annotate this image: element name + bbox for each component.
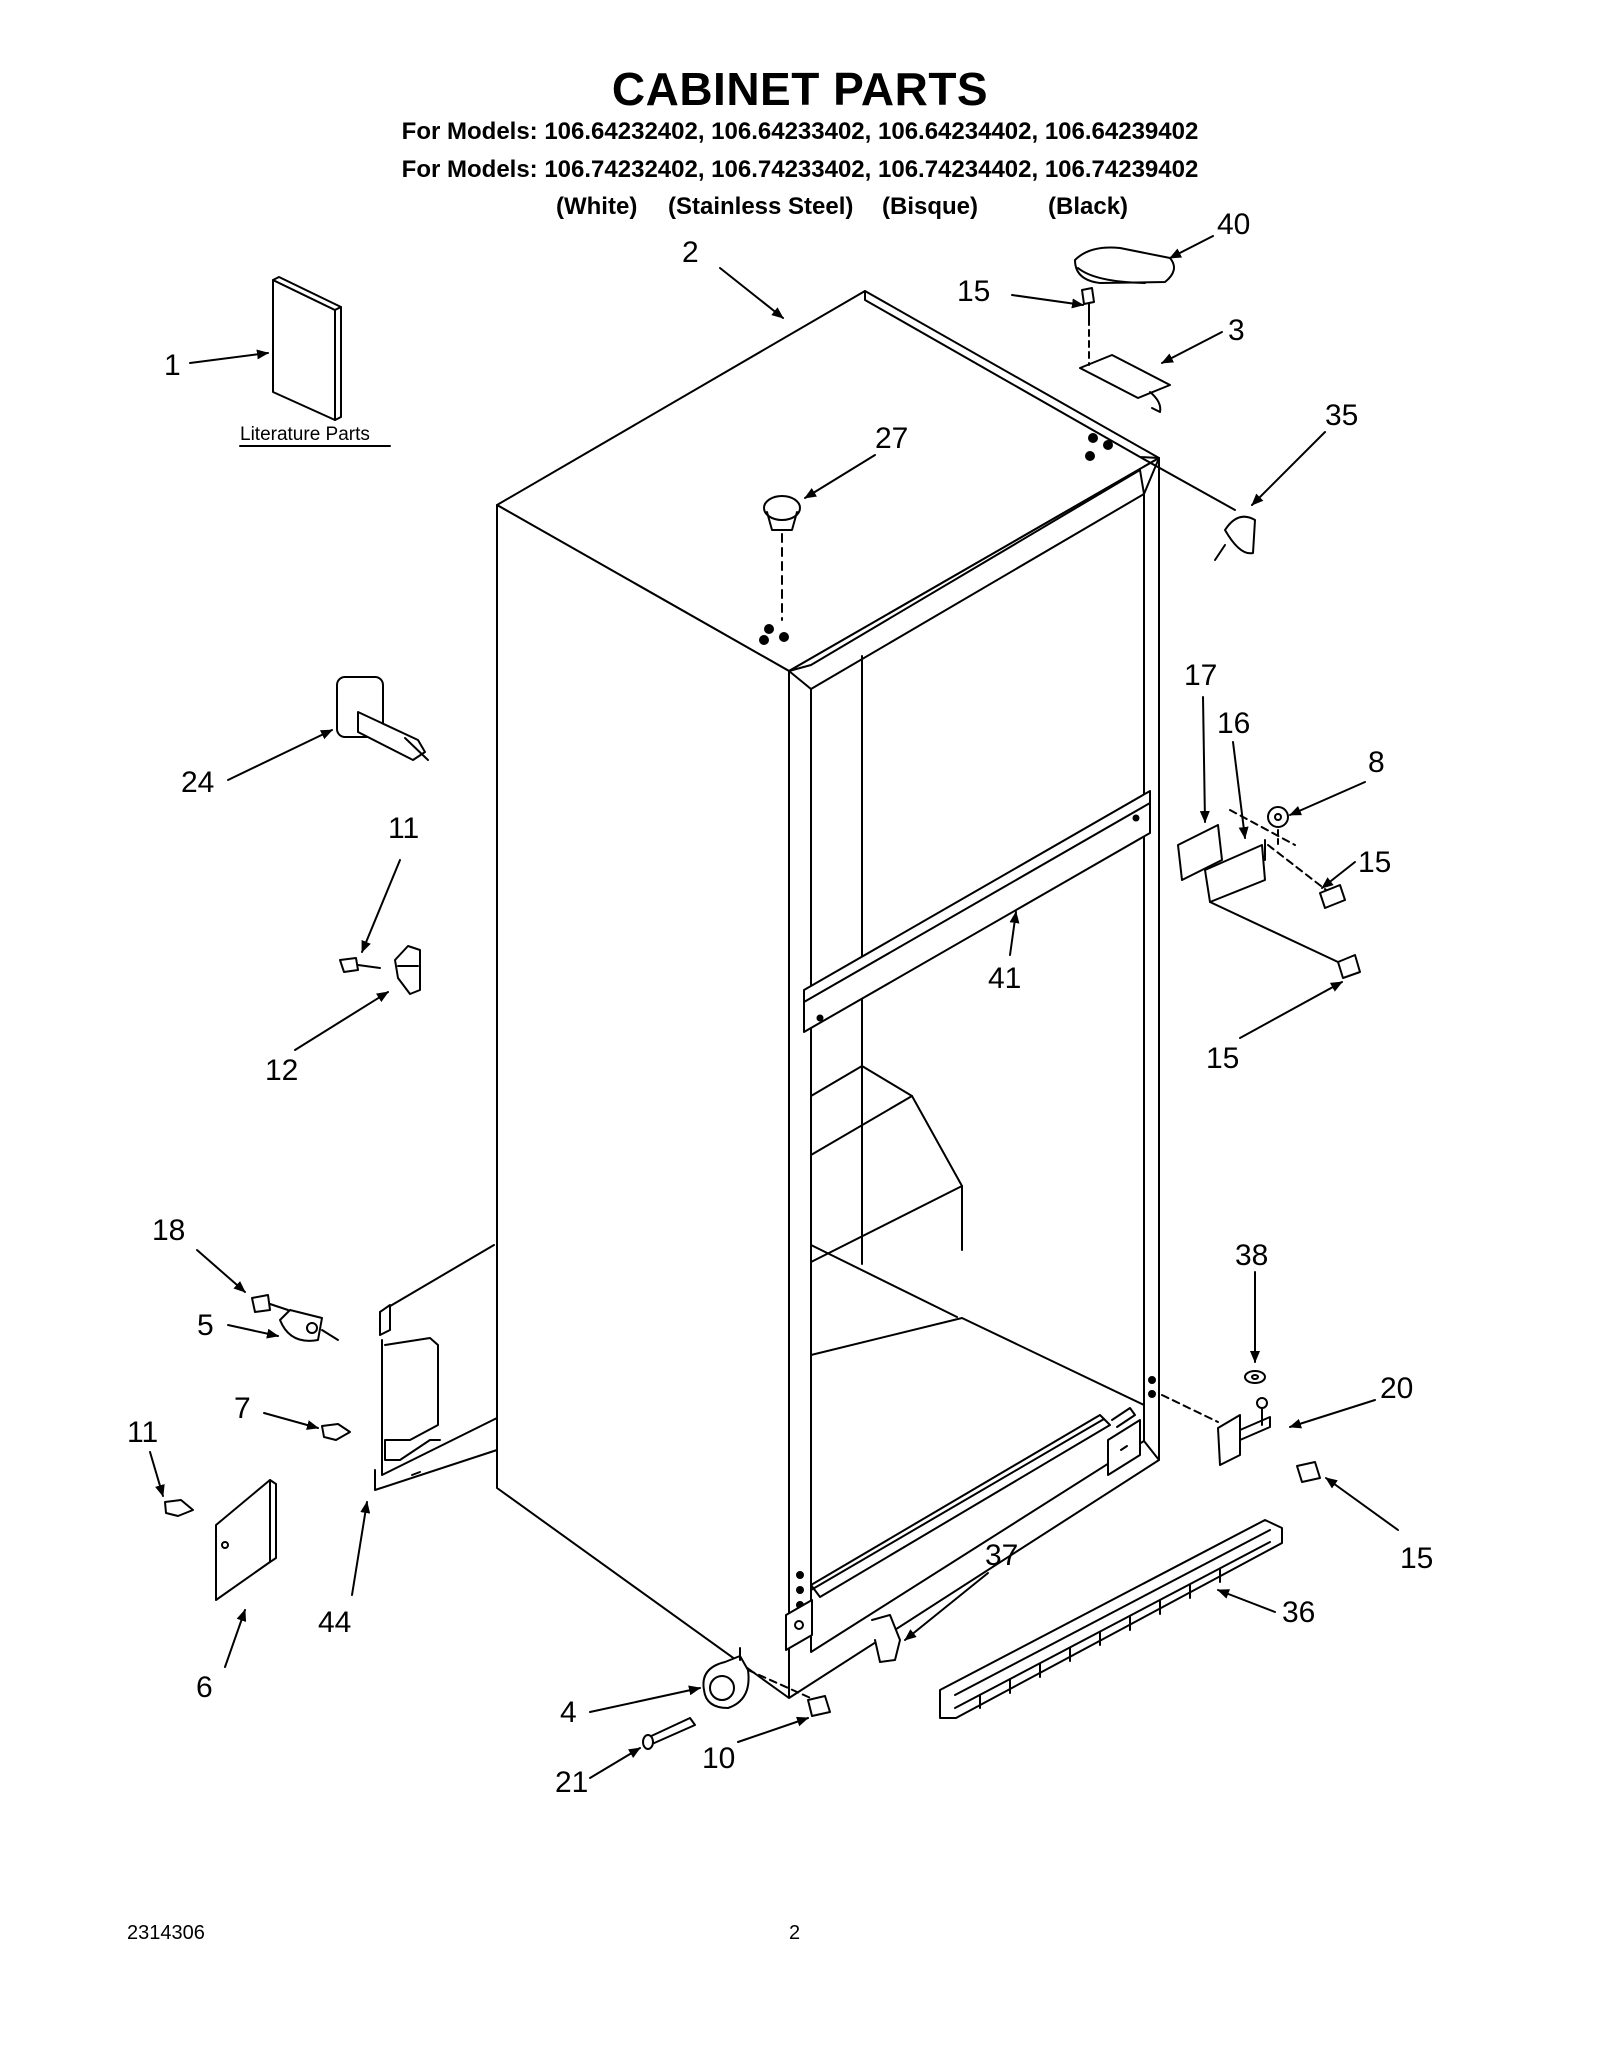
washer-38 bbox=[1244, 1370, 1266, 1384]
variant-stainless: (Stainless Steel) bbox=[668, 193, 854, 220]
literature-parts-label: Literature Parts bbox=[240, 424, 370, 445]
callout-15-top: 15 bbox=[957, 275, 990, 308]
hinge-trim bbox=[1214, 515, 1256, 561]
variant-bisque: (Bisque) bbox=[882, 193, 978, 220]
callout-12: 12 bbox=[265, 1054, 298, 1087]
screw-15-top bbox=[1081, 287, 1095, 326]
clamp-5 bbox=[279, 1309, 339, 1342]
callout-20: 20 bbox=[1380, 1372, 1413, 1405]
panel-6 bbox=[215, 1479, 277, 1601]
callout-44: 44 bbox=[318, 1606, 351, 1639]
callout-11-lower: 11 bbox=[127, 1416, 158, 1449]
pin-21 bbox=[642, 1717, 696, 1750]
roller-4 bbox=[702, 1647, 816, 1709]
models-line-2: For Models: 106.74232402, 106.74233402, … bbox=[401, 156, 1199, 183]
callout-1: 1 bbox=[164, 349, 181, 382]
top-plug bbox=[763, 495, 801, 621]
callout-10: 10 bbox=[702, 1742, 735, 1775]
callout-6: 6 bbox=[196, 1671, 213, 1704]
callout-16: 16 bbox=[1217, 707, 1250, 740]
models-line-1: For Models: 106.64232402, 106.64233402, … bbox=[401, 118, 1199, 145]
page-title: CABINET PARTS bbox=[611, 63, 989, 115]
cabinet bbox=[496, 290, 1160, 1699]
callout-21: 21 bbox=[555, 1766, 588, 1799]
callout-15-mid: 15 bbox=[1358, 846, 1391, 879]
grille-36 bbox=[939, 1519, 1283, 1719]
callout-15-lower: 15 bbox=[1400, 1542, 1433, 1575]
door-stop-pin bbox=[336, 676, 429, 761]
callout-41: 41 bbox=[988, 962, 1021, 995]
document-number: 2314306 bbox=[127, 1922, 205, 1944]
callout-5: 5 bbox=[197, 1309, 214, 1342]
callout-11-upper: 11 bbox=[388, 812, 419, 845]
clip-37 bbox=[871, 1614, 901, 1663]
callout-36: 36 bbox=[1282, 1596, 1315, 1629]
callout-24: 24 bbox=[181, 766, 214, 799]
callout-2: 2 bbox=[682, 236, 699, 269]
callout-27: 27 bbox=[875, 422, 908, 455]
variant-black: (Black) bbox=[1048, 193, 1129, 220]
hinge-20 bbox=[1161, 1394, 1271, 1466]
screw-11-lower bbox=[164, 1499, 194, 1517]
callout-18: 18 bbox=[152, 1214, 185, 1247]
callout-4: 4 bbox=[560, 1696, 577, 1729]
callout-38: 38 bbox=[1235, 1239, 1268, 1272]
callout-leaders bbox=[149, 235, 1399, 1779]
top-hinge-cover bbox=[1074, 246, 1175, 284]
bracket-12 bbox=[339, 945, 421, 995]
callout-35: 35 bbox=[1325, 399, 1358, 432]
literature-booklet bbox=[272, 276, 342, 421]
callout-15-right: 15 bbox=[1206, 1042, 1239, 1075]
screw-7 bbox=[321, 1423, 351, 1441]
callout-17: 17 bbox=[1184, 659, 1217, 692]
top-hinge bbox=[1079, 329, 1171, 413]
cover-44 bbox=[374, 1244, 498, 1491]
screw-15-lower bbox=[1296, 1461, 1321, 1483]
screw-18 bbox=[251, 1294, 289, 1313]
screw-10 bbox=[807, 1695, 831, 1717]
callout-40: 40 bbox=[1217, 208, 1250, 241]
callout-7: 7 bbox=[234, 1392, 251, 1425]
right-hinge-assembly bbox=[1177, 806, 1361, 979]
callout-3: 3 bbox=[1228, 314, 1245, 347]
callout-8: 8 bbox=[1368, 746, 1385, 779]
callout-labels: 1 2 40 15 3 35 27 17 16 8 15 24 11 41 15… bbox=[127, 208, 1433, 1799]
page-number: 2 bbox=[789, 1922, 801, 1944]
callout-37: 37 bbox=[985, 1539, 1018, 1572]
variant-white: (White) bbox=[556, 193, 638, 220]
